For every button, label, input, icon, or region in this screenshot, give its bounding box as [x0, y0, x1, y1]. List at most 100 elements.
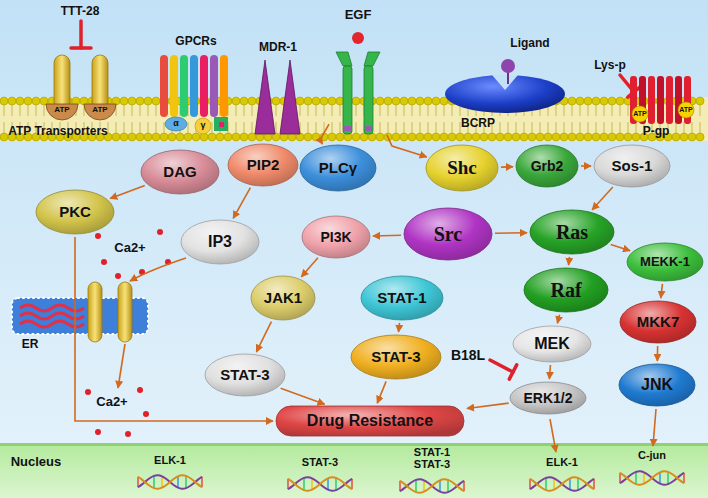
- node-shape: [594, 145, 670, 187]
- inhibitor-bar: [490, 360, 513, 372]
- protein-node: MEKK-1: [626, 242, 704, 282]
- lipid-bilayer: [128, 133, 136, 141]
- p-gp-protein: [666, 76, 673, 124]
- lipid-bilayer: [236, 104, 237, 134]
- lipid-bilayer: [304, 97, 312, 105]
- gpcr-helices: [214, 117, 228, 131]
- node-shape: [141, 150, 219, 194]
- node-shape: [251, 276, 315, 320]
- callout-label: α: [173, 119, 179, 129]
- lipid-bilayer: [452, 104, 453, 134]
- lipid-bilayer: [208, 133, 216, 141]
- lipid-bilayer: [336, 133, 344, 141]
- lipid-bilayer: [512, 133, 520, 141]
- receptor-shape: [330, 8, 386, 138]
- callout-label: γ: [200, 121, 205, 131]
- gene-label: ELK-1: [546, 456, 578, 468]
- lipid-bilayer: [416, 97, 424, 105]
- lipid-bilayer: [352, 133, 360, 141]
- dna-helix: [138, 471, 684, 492]
- dna-helix: [553, 478, 555, 490]
- lipid-bilayer: [592, 97, 600, 105]
- endoplasmic-reticulum: [20, 305, 84, 311]
- lipid-bilayer: [232, 133, 240, 141]
- lipid-bilayer: [408, 133, 416, 141]
- lipid-bilayer: [548, 104, 549, 134]
- node-label: ERK1/2: [523, 390, 572, 406]
- lipid-bilayer: [416, 133, 424, 141]
- callout-label: TTT-28: [61, 5, 100, 18]
- lipid-bilayer: [244, 104, 245, 134]
- lipid-bilayer: [612, 104, 613, 134]
- protein-node: STAT-1: [360, 275, 444, 321]
- dna-helix: [545, 478, 547, 491]
- dna-helix: [288, 477, 352, 490]
- lipid-bilayer: [168, 133, 176, 141]
- lipid-bilayer: [232, 97, 240, 105]
- node-label: MKK7: [637, 313, 680, 330]
- dna-helix: [530, 477, 594, 490]
- lipid-bilayer: [588, 104, 589, 134]
- inhibitor-bar: [509, 365, 516, 379]
- dna-helix: [161, 476, 163, 488]
- lipid-bilayer: [136, 97, 144, 105]
- lipid-bilayer: [680, 133, 688, 141]
- dna-helix: [185, 476, 187, 489]
- dna-helix: [311, 478, 313, 490]
- node-label: Drug Resistance: [307, 412, 433, 430]
- lipid-bilayer: [320, 97, 328, 105]
- dna-helix: [138, 475, 202, 488]
- mdr1-protein: [255, 60, 275, 134]
- gpcr-helices: [220, 55, 228, 117]
- lipid-bilayer: [572, 104, 573, 134]
- lipid-bilayer: [436, 104, 437, 134]
- lipid-bilayer: [376, 97, 384, 105]
- signal-arrow: [568, 257, 570, 265]
- lipid-bilayer: [608, 133, 616, 141]
- signal-arrow: [320, 124, 329, 144]
- lipid-bilayer: [424, 133, 432, 141]
- bcrp-protein: [445, 75, 565, 113]
- lipid-bilayer: [496, 133, 504, 141]
- signal-arrow: [592, 187, 613, 210]
- node-label: DAG: [163, 163, 196, 180]
- dna-helix: [569, 478, 571, 490]
- gpcr-helices: [210, 55, 218, 117]
- node-shape: [276, 406, 464, 436]
- lipid-bilayer: [112, 133, 120, 141]
- endoplasmic-reticulum: [88, 282, 102, 342]
- lipid-bilayer: [184, 133, 192, 141]
- protein-node: STAT-3: [204, 353, 286, 397]
- node-label: MEKK-1: [640, 255, 690, 270]
- lipid-bilayer: [592, 133, 600, 141]
- callout-label: ATP: [54, 106, 69, 115]
- signal-arrow: [611, 244, 630, 250]
- lipid-bilayer: [420, 104, 421, 134]
- callout-label: Ligand: [510, 37, 549, 50]
- p-gp-protein: [632, 106, 648, 122]
- lipid-bilayer: [560, 133, 568, 141]
- protein-node: PIP2: [227, 143, 299, 187]
- dna-helix: [659, 472, 661, 484]
- calcium-ions: [85, 389, 91, 395]
- lipid-bilayer: [440, 133, 448, 141]
- dna-helix: [530, 477, 594, 490]
- signal-arrow: [256, 322, 271, 352]
- bcrp-protein: [507, 72, 509, 84]
- node-shape: [627, 243, 703, 281]
- lipid-bilayer: [604, 104, 605, 134]
- signal-arrow: [281, 388, 325, 404]
- node-shape: [513, 326, 591, 362]
- lipid-bilayer: [352, 97, 360, 105]
- lipid-bilayer: [316, 104, 317, 134]
- dna-helix: [620, 471, 684, 484]
- signal-arrow: [467, 403, 509, 408]
- dna-helix: [138, 475, 202, 488]
- lipid-bilayer: [400, 133, 408, 141]
- decor-arrow: [653, 409, 656, 446]
- lipid-bilayer: [176, 133, 184, 141]
- signal-arrow: [657, 346, 659, 361]
- calcium-ions: [115, 273, 121, 279]
- lipid-bilayer: [520, 133, 528, 141]
- dna-helix: [335, 478, 337, 491]
